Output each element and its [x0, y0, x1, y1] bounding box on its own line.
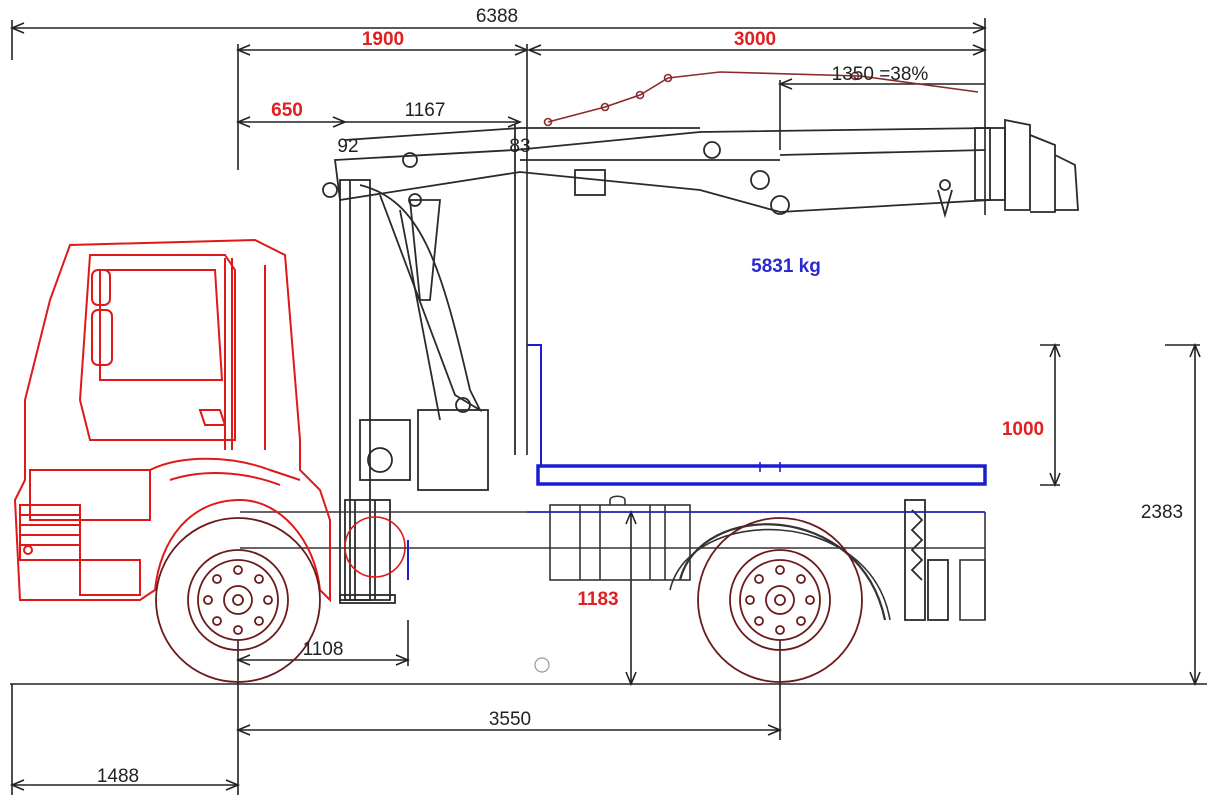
marker-circle	[534, 657, 550, 673]
fuel-tank	[549, 504, 691, 581]
wheels	[155, 517, 863, 683]
label-frame-height: 1183	[577, 589, 618, 610]
outrigger-leg	[344, 499, 391, 601]
dimension-lines	[9, 18, 1207, 795]
rotator-grapple-icon	[904, 499, 926, 621]
wheel-icon	[155, 517, 321, 683]
label-platform-height: 1000	[1002, 419, 1044, 440]
platform-deck	[536, 464, 987, 486]
label-wheelbase: 3550	[489, 709, 531, 730]
label-reach-ratio: 1350 =38%	[832, 64, 929, 85]
rotation-circle	[344, 516, 406, 578]
cab-window	[78, 254, 236, 441]
label-1900: 1900	[362, 29, 404, 50]
label-pivot-83: 83	[509, 136, 530, 157]
label-1108: 1108	[303, 639, 344, 660]
label-overall-length: 6388	[476, 6, 518, 27]
wheel-icon	[697, 517, 863, 683]
label-load-weight: 5831 kg	[751, 256, 821, 277]
truck-cab-icon	[13, 238, 331, 603]
label-front-overhang: 1488	[97, 766, 139, 787]
crane-inner-arm	[359, 184, 471, 391]
platform	[407, 344, 987, 580]
loader-crane-icon	[322, 118, 1079, 621]
label-overall-height: 2383	[1141, 502, 1183, 523]
reach-curve	[543, 71, 979, 127]
crane-base	[417, 409, 489, 491]
label-650: 650	[271, 100, 303, 121]
crane-cylinder	[409, 199, 441, 301]
label-1167: 1167	[405, 100, 446, 121]
cab-body	[13, 238, 331, 603]
label-pivot-92: 92	[337, 136, 358, 157]
label-3000: 3000	[734, 29, 776, 50]
crane-boom	[333, 127, 991, 213]
dimension-labels: 6388 1900 3000 1350 =38% 650 1167 92 83 …	[97, 6, 1183, 787]
